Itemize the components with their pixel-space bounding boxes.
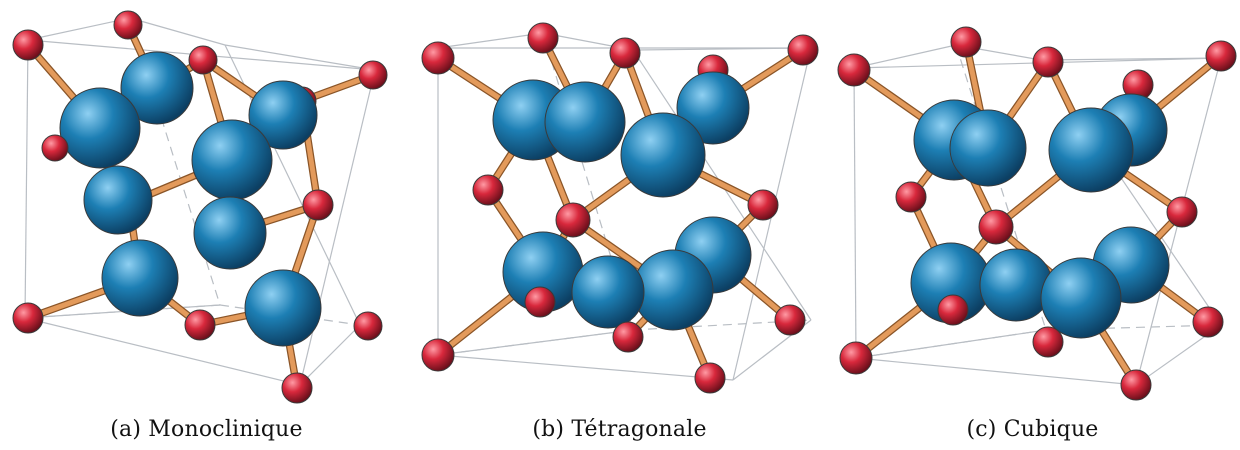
small-atom-sphere — [555, 202, 591, 238]
small-atom-sphere — [281, 372, 313, 404]
large-atom-sphere — [620, 112, 706, 198]
large-atom-sphere — [193, 196, 267, 270]
small-atom-sphere — [358, 60, 388, 90]
cell-edge — [129, 17, 226, 46]
cell-edge-hidden — [955, 44, 1047, 331]
small-atom-sphere — [1032, 46, 1064, 78]
cell-edge — [853, 67, 857, 359]
small-atom-sphere — [774, 304, 806, 336]
cell-edge — [853, 44, 957, 69]
small-atom-sphere — [421, 338, 455, 372]
panel-tetragonal: (b) Tétragonale — [413, 0, 826, 450]
large-atom-sphere — [1040, 257, 1122, 339]
atoms — [837, 26, 1237, 401]
cell-edge — [299, 324, 361, 386]
cubic-structure — [837, 26, 1237, 401]
large-atom-sphere — [59, 87, 141, 169]
large-atom-sphere — [949, 109, 1027, 187]
small-atom-sphere — [353, 311, 383, 341]
cell-edge — [855, 329, 1047, 359]
caption-monoclinic: (a) Monoclinique — [110, 417, 303, 442]
atoms — [421, 22, 819, 394]
panel-cubic: (c) Cubique — [826, 0, 1239, 450]
small-atom-sphere — [184, 309, 216, 341]
small-atom-sphere — [694, 362, 726, 394]
small-atom-sphere — [1120, 369, 1152, 401]
small-atom-sphere — [41, 134, 69, 162]
cell-edge — [437, 354, 734, 381]
small-atom-sphere — [1166, 196, 1198, 228]
large-atom-sphere — [101, 239, 179, 317]
cell-edge — [1040, 57, 1222, 61]
small-atom-sphere — [302, 189, 334, 221]
large-atom-sphere — [120, 51, 194, 125]
cell-edge — [437, 32, 544, 49]
small-atom-sphere — [950, 26, 982, 58]
small-atom-sphere — [895, 181, 927, 213]
caption-tetragonal: (b) Tétragonale — [532, 417, 707, 442]
small-atom-sphere — [524, 286, 556, 318]
small-atom-sphere — [839, 341, 873, 375]
small-atom-sphere — [609, 37, 641, 69]
small-atom-sphere — [527, 22, 559, 54]
large-atom-sphere — [248, 80, 318, 150]
cell-edge — [24, 317, 301, 386]
small-atom-sphere — [472, 174, 504, 206]
small-atom-sphere — [1032, 326, 1064, 358]
large-atom-sphere — [191, 119, 273, 201]
small-atom-sphere — [188, 45, 218, 75]
large-atom-sphere — [571, 255, 645, 329]
cell-edge-hidden — [219, 304, 361, 326]
cell-edge — [855, 357, 1137, 386]
small-atom-sphere — [12, 302, 44, 334]
large-atom-sphere — [632, 249, 714, 331]
small-atom-sphere — [113, 10, 143, 40]
monoclinic-structure — [12, 10, 388, 404]
small-atom-sphere — [612, 321, 644, 353]
panel-monoclinic: (a) Monoclinique — [0, 0, 413, 450]
small-atom-sphere — [978, 209, 1014, 245]
large-atom-sphere — [979, 248, 1053, 322]
small-atom-sphere — [1205, 40, 1237, 72]
atoms — [12, 10, 388, 404]
small-atom-sphere — [747, 189, 779, 221]
small-atom-sphere — [837, 53, 871, 87]
small-atom-sphere — [787, 34, 819, 66]
large-atom-sphere — [544, 81, 626, 163]
cell-edge — [24, 39, 29, 319]
tetragonal-structure — [421, 22, 819, 394]
small-atom-sphere — [12, 29, 44, 61]
caption-cubic: (c) Cubique — [966, 417, 1099, 442]
large-atom-sphere — [1048, 107, 1134, 193]
cell-edge — [437, 329, 634, 356]
small-atom-sphere — [421, 41, 455, 75]
small-atom-sphere — [1192, 306, 1224, 338]
small-atom-sphere — [937, 294, 969, 326]
large-atom-sphere — [83, 165, 153, 235]
cell-edge — [224, 44, 376, 71]
cell-edge — [27, 17, 131, 41]
cell-edge — [632, 47, 812, 51]
large-atom-sphere — [244, 269, 322, 347]
large-atom-sphere — [676, 71, 750, 145]
